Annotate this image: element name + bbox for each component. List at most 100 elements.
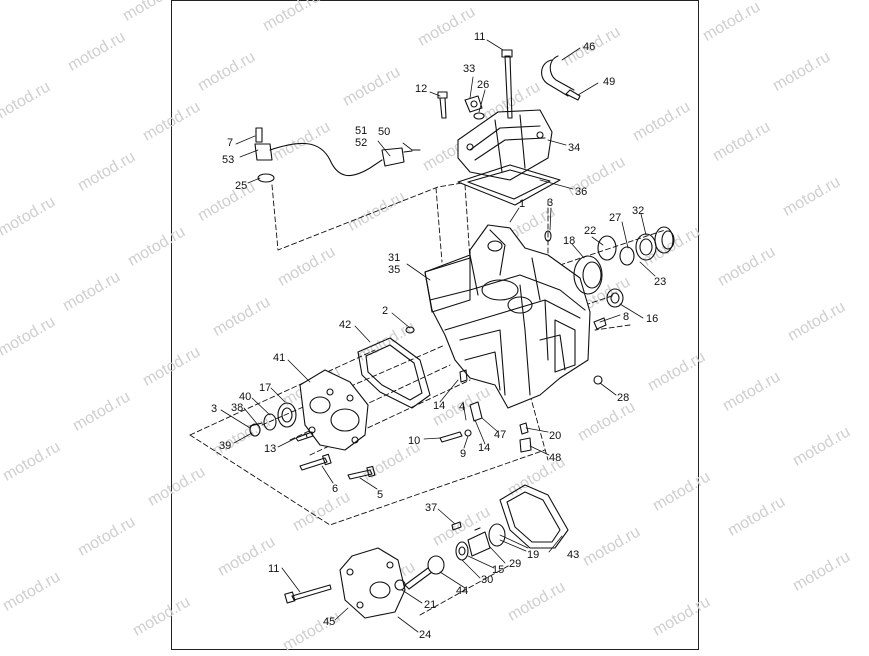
callout-22: 22 <box>584 225 596 237</box>
top-cover <box>457 109 553 181</box>
callout-14: 14 <box>478 442 490 454</box>
case-gasket <box>424 254 471 313</box>
transmission-case <box>424 224 591 409</box>
callout-18: 18 <box>563 235 575 247</box>
dowel-pin <box>405 326 415 334</box>
callout-34: 34 <box>568 142 580 154</box>
callout-labels: 1 2 3 3 4 5 6 7 8 9 10 11 11 12 13 14 14… <box>211 31 666 641</box>
spacer <box>654 226 674 254</box>
callout-53: 53 <box>222 154 234 166</box>
assembly-guide-lines <box>189 182 666 616</box>
callout-33: 33 <box>463 63 475 75</box>
drain-plug <box>519 437 532 453</box>
callout-20: 20 <box>549 430 561 442</box>
callout-26: 26 <box>477 79 489 91</box>
retaining-ring <box>597 235 617 261</box>
callout-21: 21 <box>424 599 436 611</box>
door-studs <box>295 431 314 442</box>
door-bolt <box>347 469 373 480</box>
callout-1: 1 <box>519 198 525 210</box>
callout-24: 24 <box>419 629 431 641</box>
vent-fitting <box>565 89 581 101</box>
callout-3: 3 <box>211 403 217 415</box>
callout-39: 39 <box>219 440 231 452</box>
callout-11: 11 <box>268 563 279 575</box>
inner-ramp <box>467 531 491 557</box>
callout-41: 41 <box>273 352 285 364</box>
callout-28: 28 <box>617 392 629 404</box>
callout-23: 23 <box>654 276 666 288</box>
callout-6: 6 <box>332 483 338 495</box>
bearing <box>606 288 624 308</box>
callout-48: 48 <box>549 452 561 464</box>
door-gasket <box>357 337 431 409</box>
shift-pin <box>459 369 468 383</box>
screw <box>439 431 463 443</box>
callout-36: 36 <box>575 186 587 198</box>
callout-7: 7 <box>227 137 233 149</box>
callout-4: 4 <box>459 401 465 413</box>
end-cover-gasket <box>499 484 569 549</box>
callout-17: 17 <box>259 382 271 394</box>
seal <box>263 413 277 431</box>
callout-45: 45 <box>323 616 335 628</box>
shift-lever <box>469 401 483 422</box>
callout-38: 38 <box>231 402 243 414</box>
callout-40: 40 <box>239 391 251 403</box>
retaining-ring <box>488 523 506 547</box>
side-door <box>299 369 369 451</box>
callout-31: 31 <box>388 252 400 264</box>
callout-43: 43 <box>567 549 579 561</box>
callout-leaders <box>220 39 656 633</box>
door-bolt <box>299 457 328 471</box>
callout-9: 9 <box>460 448 466 460</box>
end-cover-bolt <box>284 584 332 604</box>
callout-25: 25 <box>235 180 247 192</box>
callout-12: 12 <box>415 83 427 95</box>
cover-gasket <box>457 164 561 206</box>
main-seal <box>635 233 657 261</box>
throwout-bearing <box>455 541 469 561</box>
callout-13: 13 <box>264 443 276 455</box>
callout-15: 15 <box>492 564 504 576</box>
plug <box>593 317 607 330</box>
callout-52: 52 <box>355 137 367 149</box>
vent-hose <box>541 55 575 97</box>
vent-fitting-top <box>464 95 485 120</box>
screw <box>451 521 462 531</box>
cover-bolt <box>501 49 513 119</box>
callout-2: 2 <box>382 305 388 317</box>
callout-30: 30 <box>481 574 493 586</box>
callout-49: 49 <box>603 76 615 88</box>
dowel <box>519 422 529 435</box>
callout-11: 11 <box>474 31 485 43</box>
push-rod <box>404 567 433 590</box>
bearing <box>277 402 297 428</box>
callout-51: 51 <box>355 125 367 137</box>
main-bearing <box>573 255 603 295</box>
neutral-switch <box>254 127 421 183</box>
dowel-pin <box>544 230 552 242</box>
callout-3: 3 <box>547 197 553 209</box>
callout-19: 19 <box>527 549 539 561</box>
washer <box>464 429 472 437</box>
retaining-ring <box>619 246 635 266</box>
callout-16: 16 <box>646 313 658 325</box>
callout-32: 32 <box>632 205 644 217</box>
callout-46: 46 <box>583 41 595 53</box>
callout-5: 5 <box>377 489 383 501</box>
callout-47: 47 <box>494 429 506 441</box>
diagram-frame <box>171 0 699 650</box>
dowel-pin <box>593 375 603 385</box>
callout-8: 8 <box>623 311 629 323</box>
callout-44: 44 <box>456 585 468 597</box>
callout-42: 42 <box>339 319 351 331</box>
callout-50: 50 <box>378 126 390 138</box>
callout-14: 14 <box>433 400 445 412</box>
callout-29: 29 <box>509 558 521 570</box>
callout-27: 27 <box>609 212 621 224</box>
callout-37: 37 <box>425 502 437 514</box>
callout-35: 35 <box>388 264 400 276</box>
callout-10: 10 <box>408 435 420 447</box>
